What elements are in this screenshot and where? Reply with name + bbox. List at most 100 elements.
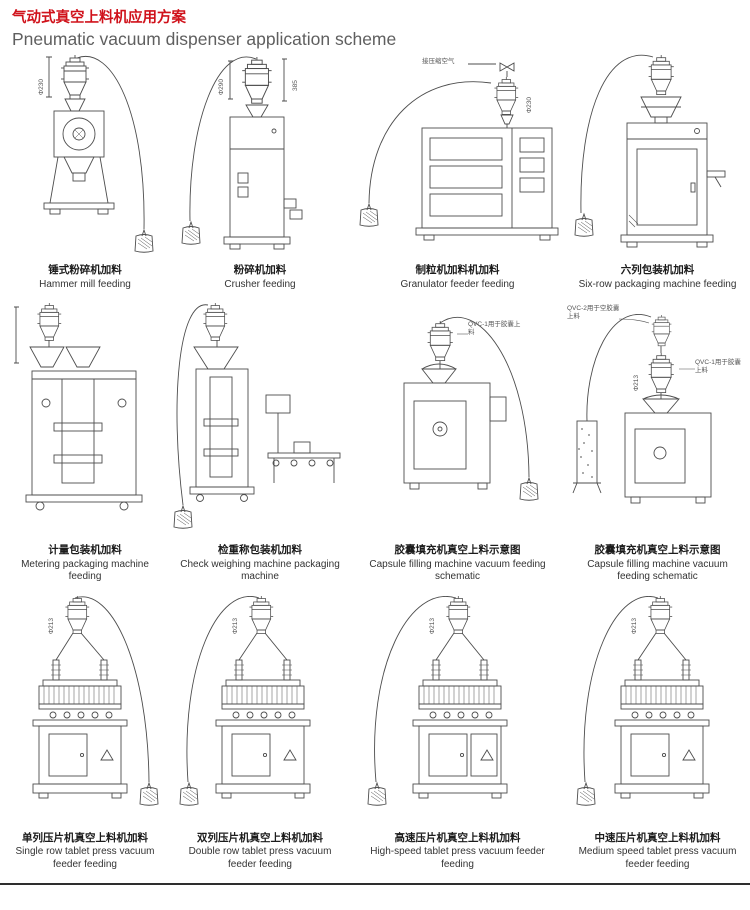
callout-label: 接压缩空气 bbox=[422, 57, 455, 65]
check-weigher-drawing bbox=[170, 303, 350, 543]
caption-zh: 计量包装机加料 bbox=[48, 544, 122, 557]
material-bag-icon bbox=[519, 477, 539, 501]
dimension-label: Φ213 bbox=[232, 617, 239, 634]
caption-zh: 高速压片机真空上料机加料 bbox=[394, 831, 521, 844]
caption: 六列包装机加料 Six-row packaging machine feedin… bbox=[573, 263, 743, 299]
caption: 中速压片机真空上料机加料 Medium speed tablet press v… bbox=[565, 831, 750, 880]
diagram-cell-metering-packaging: 计量包装机加料 Metering packaging machine feedi… bbox=[0, 303, 170, 592]
caption-zh: 双列压片机真空上料机加料 bbox=[197, 831, 323, 844]
caption-zh: 胶囊填充机真空上料示意图 bbox=[394, 544, 521, 557]
page-header: 气动式真空上料机应用方案 Pneumatic vacuum dispenser … bbox=[0, 0, 750, 53]
caption-zh: 检重称包装机加料 bbox=[218, 544, 302, 557]
vacuum-feeder-icon bbox=[248, 595, 274, 634]
caption-en: High-speed tablet press vacuum feeder fe… bbox=[370, 846, 545, 870]
vacuum-feeder-icon bbox=[427, 320, 454, 362]
vacuum-feeder-icon bbox=[202, 303, 228, 341]
caption-en: Capsule filling machine vacuum feeding s… bbox=[369, 558, 546, 583]
material-bag-icon bbox=[181, 221, 201, 245]
callout-label: QVC-2用于空胶囊上料 bbox=[567, 305, 620, 320]
callout-label: QVC-1用于胶囊上料 bbox=[695, 359, 741, 374]
bottom-divider bbox=[0, 883, 750, 889]
caption-en: Six-row packaging machine feeding bbox=[578, 278, 737, 290]
caption-en: Hammer mill feeding bbox=[39, 278, 131, 290]
caption-en: Granulator feeder feeding bbox=[400, 278, 515, 290]
caption-en: Capsule filling machine vacuum feeding s… bbox=[587, 558, 728, 583]
caption-zh: 中速压片机真空上料机加料 bbox=[594, 831, 721, 844]
tablet-press-icon bbox=[32, 659, 128, 799]
dimension-label: Φ213 bbox=[633, 374, 640, 392]
caption: 粉碎机加料 Crusher feeding bbox=[218, 263, 301, 299]
caption-zh: 胶囊填充机真空上料示意图 bbox=[594, 544, 721, 557]
tablet-press-icon bbox=[614, 659, 710, 799]
six-row-packaging-drawing bbox=[565, 53, 750, 263]
material-bag-icon bbox=[359, 203, 379, 227]
material-bag-icon bbox=[367, 782, 387, 806]
dimension-label: Φ213 bbox=[48, 617, 55, 634]
metering-packaging-drawing bbox=[0, 303, 170, 543]
single-press-drawing: Φ213 bbox=[0, 595, 170, 831]
caption-en: Metering packaging machine feeding bbox=[21, 558, 149, 583]
caption-en: Medium speed tablet press vacuum feeder … bbox=[578, 846, 737, 870]
material-bag-icon bbox=[576, 782, 596, 806]
tablet-press-icon bbox=[215, 659, 311, 799]
material-bag-icon bbox=[173, 505, 193, 529]
vacuum-feeder-icon bbox=[445, 595, 471, 634]
caption-zh: 粉碎机加料 bbox=[233, 263, 287, 276]
dimension-label: Φ213 bbox=[631, 617, 638, 634]
diagram-cell-granulator: 接压缩空气 Φ230 制粒机加料机加料 Granulator feeder fe… bbox=[350, 53, 565, 299]
caption-zh: 六列包装机加料 bbox=[620, 263, 695, 276]
diagram-cell-check-weigher: 检重称包装机加料 Check weighing machine packagin… bbox=[170, 303, 350, 592]
caption: 计量包装机加料 Metering packaging machine feedi… bbox=[0, 543, 170, 592]
high-speed-press-drawing: Φ213 bbox=[350, 595, 565, 831]
capsule-filler-2-drawing: QVC-2用于空胶囊上料 QVC-1用于胶囊上料 Φ213 bbox=[565, 303, 750, 543]
caption-en: Check weighing machine packaging machine bbox=[180, 558, 340, 583]
control-panel-icon bbox=[489, 396, 507, 422]
double-press-drawing: Φ213 bbox=[170, 595, 350, 831]
caption: 胶囊填充机真空上料示意图 Capsule filling machine vac… bbox=[565, 543, 750, 592]
caption: 制粒机加料机加料 Granulator feeder feeding bbox=[395, 263, 521, 299]
caption: 胶囊填充机真空上料示意图 Capsule filling machine vac… bbox=[350, 543, 565, 592]
medium-press-drawing: Φ213 bbox=[565, 595, 750, 831]
capsule-filler-drawing: QVC-1用于胶囊上料 bbox=[350, 303, 565, 543]
dimension-label: Φ290 bbox=[218, 78, 225, 95]
caption-en: Single row tablet press vacuum feeder fe… bbox=[15, 846, 155, 870]
dimension-label: Φ230 bbox=[38, 78, 45, 95]
caption-zh: 制粒机加料机加料 bbox=[415, 263, 500, 276]
caption: 检重称包装机加料 Check weighing machine packagin… bbox=[170, 543, 350, 592]
material-bag-icon bbox=[574, 213, 594, 237]
diagram-cell-crusher: Φ290 385 粉碎机加料 Crusher feeding bbox=[170, 53, 350, 299]
diagram-cell-capsule-filler-2: QVC-2用于空胶囊上料 QVC-1用于胶囊上料 Φ213 胶囊填充机真空上料示… bbox=[565, 303, 750, 592]
dimension-label: Φ213 bbox=[429, 617, 436, 634]
dimension-label: 385 bbox=[292, 80, 299, 91]
tablet-press-icon bbox=[412, 659, 508, 799]
diagram-cell-high-speed-press: Φ213 高速压片机真空上料机加料 High-speed tablet pres… bbox=[350, 595, 565, 880]
diagram-grid: Φ230 锤式粉碎机加料 Hammer mill feeding bbox=[0, 53, 750, 879]
control-screen-icon bbox=[265, 394, 291, 414]
diagram-cell-medium-press: Φ213 中速压片机真空上料机加料 Medium speed tablet pr… bbox=[565, 595, 750, 880]
material-bag-icon bbox=[179, 782, 199, 806]
caption-en: Crusher feeding bbox=[224, 278, 296, 290]
caption-zh: 单列压片机真空上料机加料 bbox=[22, 831, 148, 844]
diagram-cell-capsule-filler-1: QVC-1用于胶囊上料 胶囊填充机真空上料示意图 Capsule filling… bbox=[350, 303, 565, 592]
granule-column-icon bbox=[576, 420, 598, 484]
page-subtitle: Pneumatic vacuum dispenser application s… bbox=[12, 29, 397, 50]
vacuum-feeder-icon bbox=[493, 76, 519, 115]
vacuum-feeder-icon bbox=[648, 352, 675, 394]
hammer-mill-drawing: Φ230 bbox=[0, 53, 170, 263]
vacuum-feeder-icon bbox=[241, 56, 273, 104]
material-bag-icon bbox=[139, 782, 159, 806]
vacuum-feeder-icon bbox=[60, 54, 90, 100]
page-title: 气动式真空上料机应用方案 bbox=[12, 10, 186, 26]
granulator-drawing: 接压缩空气 Φ230 bbox=[350, 53, 565, 263]
diagram-cell-single-press: Φ213 单列压片机真空上料机加料 Single row tablet pres… bbox=[0, 595, 170, 880]
caption-en: Double row tablet press vacuum feeder fe… bbox=[188, 846, 332, 870]
caption: 单列压片机真空上料机加料 Single row tablet press vac… bbox=[0, 831, 170, 880]
dimension-label: Φ230 bbox=[526, 96, 533, 113]
material-bag-icon bbox=[134, 229, 154, 253]
caption: 锤式粉碎机加料 Hammer mill feeding bbox=[33, 263, 137, 299]
vacuum-feeder-icon bbox=[648, 54, 675, 95]
callout-label: QVC-1用于胶囊上料 bbox=[468, 321, 521, 336]
caption-zh: 锤式粉碎机加料 bbox=[48, 263, 122, 276]
caption: 高速压片机真空上料机加料 High-speed tablet press vac… bbox=[350, 831, 565, 880]
